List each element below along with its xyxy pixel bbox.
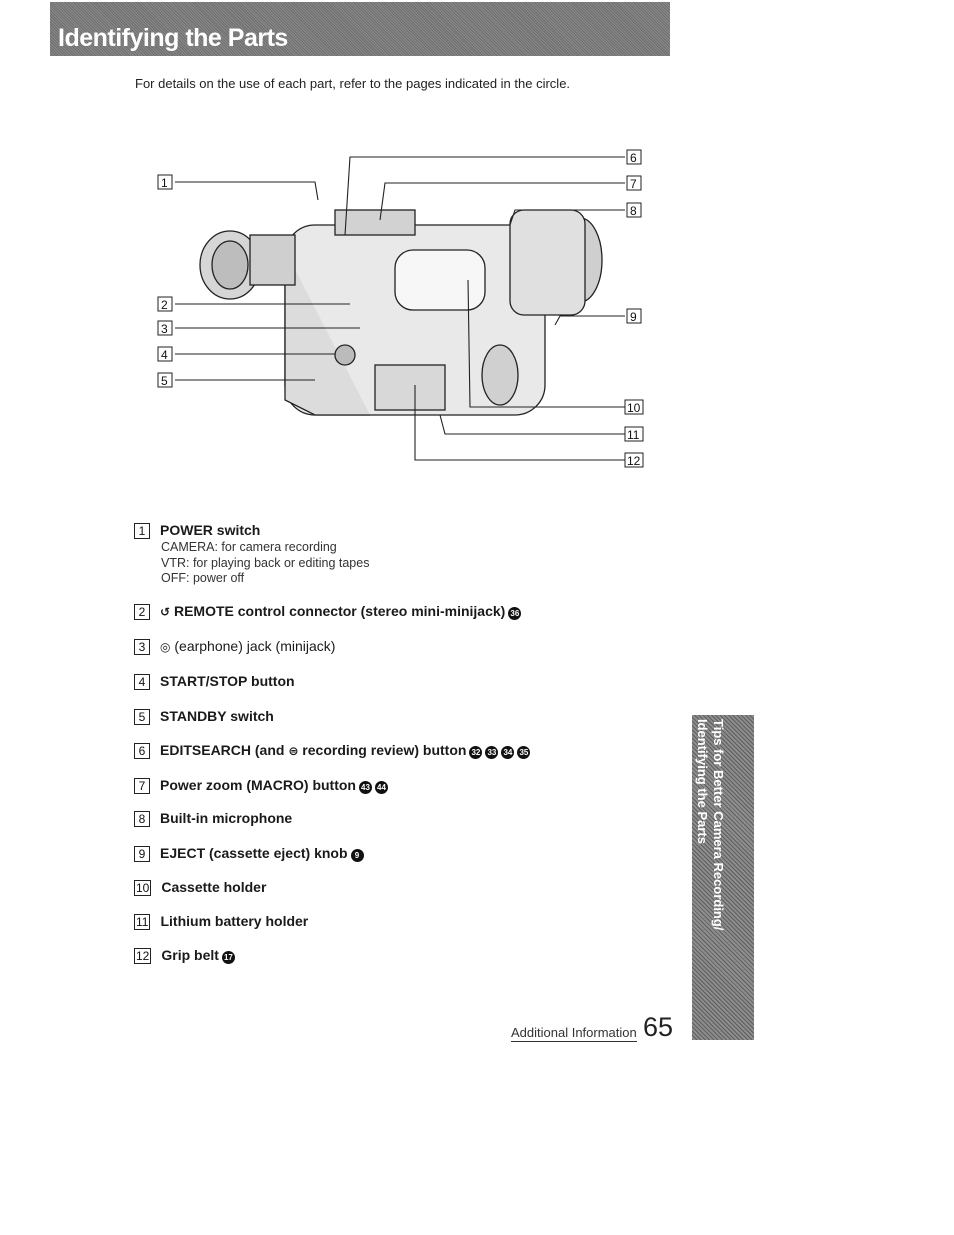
page-ref-badge: 32	[469, 746, 483, 759]
item-label: Lithium battery holder	[160, 913, 309, 929]
item-label: Cassette holder	[161, 879, 267, 895]
callout-11: 11	[627, 428, 640, 442]
list-item-11: 11 Lithium battery holder	[134, 913, 308, 930]
item-number: 2	[134, 604, 150, 620]
list-item-5: 5 STANDBY switch	[134, 708, 274, 725]
page-ref-badge: 35	[517, 746, 531, 759]
item-number: 8	[134, 811, 150, 827]
list-item-10: 10 Cassette holder	[134, 879, 266, 896]
item-number: 11	[134, 914, 151, 930]
page-title: Identifying the Parts	[58, 24, 288, 52]
list-item-1: 1 POWER switch CAMERA: for camera recordi…	[134, 522, 369, 587]
item-label: EDITSEARCH (and	[160, 742, 285, 758]
callout-8: 8	[630, 204, 637, 218]
review-icon: ⊜	[288, 744, 299, 758]
item-number: 3	[134, 639, 150, 655]
callout-2: 2	[161, 298, 168, 312]
item-label: Grip belt	[161, 947, 219, 963]
page-ref-badge: 9	[350, 849, 364, 862]
intro-text: For details on the use of each part, ref…	[135, 76, 571, 91]
item-label: EJECT (cassette eject) knob	[160, 845, 348, 861]
item-detail: OFF: power off	[161, 571, 245, 585]
page-ref-badge: 34	[501, 746, 515, 759]
page-ref-badge: 44	[374, 781, 388, 794]
callout-9: 9	[630, 310, 637, 324]
item-label: POWER switch	[160, 522, 261, 538]
remote-icon: ↺	[160, 605, 171, 619]
page-ref-badge: 17	[221, 951, 235, 964]
page-ref-badge: 36	[508, 607, 522, 620]
item-number: 7	[134, 778, 150, 794]
list-item-3: 3 ◎ (earphone) jack (minijack)	[134, 638, 335, 655]
earphone-icon: ◎	[160, 640, 171, 654]
callout-10: 10	[627, 401, 641, 415]
item-number: 1	[134, 523, 150, 539]
item-number: 12	[134, 948, 152, 964]
list-item-4: 4 START/STOP button	[134, 673, 295, 690]
callout-7: 7	[630, 177, 637, 191]
item-label: STANDBY switch	[160, 708, 274, 724]
side-tab-line-1: Tips for Better Camera Recording/	[711, 719, 726, 931]
item-label: Built-in microphone	[160, 810, 293, 826]
callout-12: 12	[627, 454, 641, 468]
page-number: 65	[643, 1012, 674, 1042]
item-label: START/STOP button	[160, 673, 295, 689]
side-tab-line-2: Identifying the Parts	[695, 719, 710, 844]
title-bar: Identifying the Parts	[50, 2, 670, 56]
callout-6: 6	[630, 151, 637, 165]
page-ref-badge: 33	[485, 746, 499, 759]
item-number: 9	[134, 846, 150, 862]
item-number: 4	[134, 674, 150, 690]
section-side-tab: Tips for Better Camera Recording/Identif…	[692, 715, 754, 1040]
footer-section-label: Additional Information	[511, 1025, 637, 1042]
callout-3: 3	[161, 322, 168, 336]
list-item-6: 6 EDITSEARCH (and ⊜ recording review) bu…	[134, 742, 531, 759]
callout-4: 4	[161, 348, 168, 362]
item-label: Power zoom (MACRO) button	[160, 777, 356, 793]
item-number: 5	[134, 709, 150, 725]
item-label: (earphone) jack (minijack)	[174, 638, 336, 654]
list-item-8: 8 Built-in microphone	[134, 810, 292, 827]
item-label: REMOTE control connector (stereo mini-mi…	[173, 603, 506, 619]
item-detail: CAMERA: for camera recording	[161, 540, 337, 554]
item-label-cont: recording review) button	[302, 742, 467, 758]
item-number: 10	[134, 880, 152, 896]
item-detail: VTR: for playing back or editing tapes	[161, 555, 370, 570]
callout-1: 1	[161, 176, 168, 190]
item-number: 6	[134, 743, 150, 759]
page-ref-badge: 43	[358, 781, 372, 794]
list-item-2: 2 ↺ REMOTE control connector (stereo min…	[134, 603, 522, 620]
camcorder-diagram: 1 2 3 4 5 6 7 8 9 10 11 12	[157, 149, 644, 468]
callout-5: 5	[161, 374, 168, 388]
